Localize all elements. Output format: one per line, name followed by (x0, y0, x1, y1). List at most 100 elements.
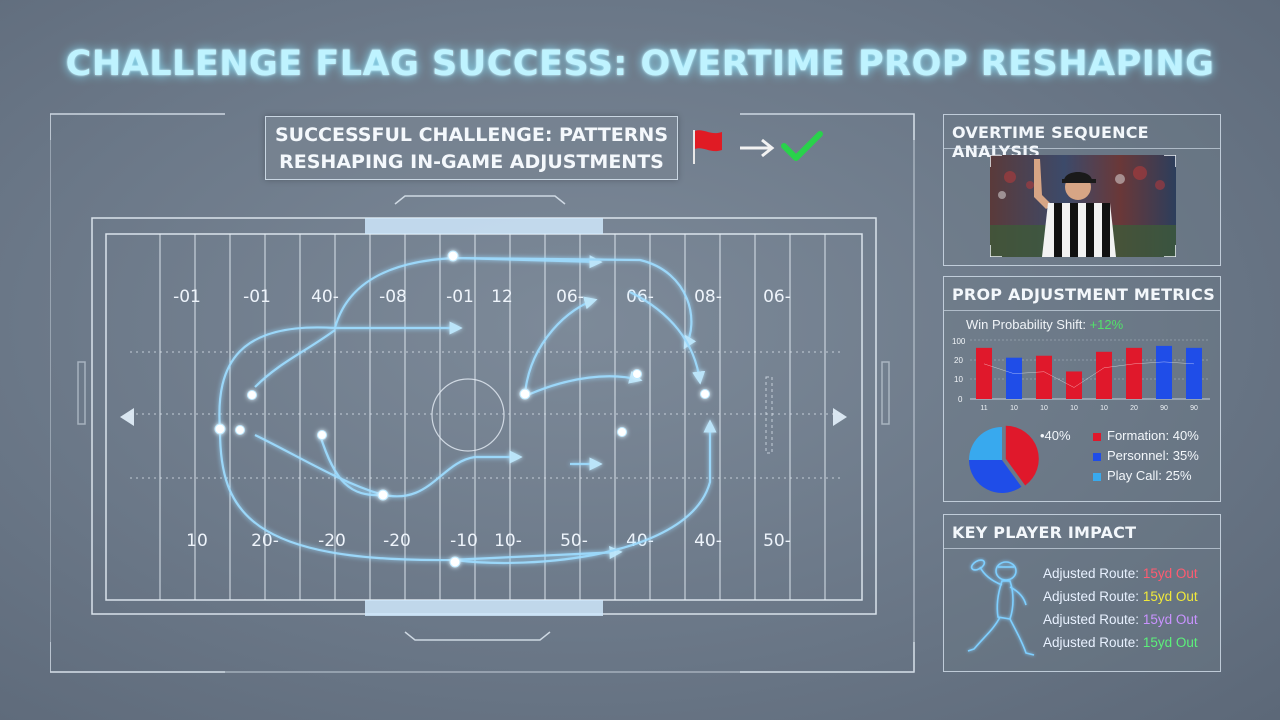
scroll-left-icon[interactable] (120, 408, 134, 426)
bar (976, 347, 992, 399)
arrow-right-icon (740, 138, 775, 158)
trend-line (983, 361, 1195, 388)
x-tick-label: 11 (980, 405, 987, 412)
pie-callout: •40% (1040, 428, 1071, 443)
adjusted-route-item: Adjusted Route: 15yd Out (1043, 589, 1198, 604)
pie-slice (969, 460, 1022, 493)
y-tick-label: 10 (954, 375, 963, 384)
bar (1126, 347, 1142, 399)
referee-raised-arm (1034, 159, 1052, 209)
route-value: 15yd Out (1142, 589, 1198, 604)
yard-number: -08 (379, 287, 407, 307)
route-label: Adjusted Route: (1043, 612, 1140, 627)
player-marker[interactable] (447, 250, 459, 262)
route-path (523, 296, 598, 395)
yard-number: 40- (626, 531, 654, 551)
bar (1006, 357, 1022, 399)
yard-number: 06- (556, 287, 584, 307)
yard-number: 20- (251, 531, 279, 551)
adjusted-route-item: Adjusted Route: 15yd Out (1043, 612, 1198, 627)
player-marker[interactable] (449, 556, 461, 568)
page-title: CHALLENGE FLAG SUCCESS: OVERTIME PROP RE… (65, 44, 1215, 84)
yard-number: -01 (243, 287, 271, 307)
player-marker[interactable] (235, 425, 245, 435)
x-tick-label: 90 (1160, 405, 1168, 412)
bar (1066, 371, 1082, 399)
banner-line: RESHAPING IN-GAME ADJUSTMENTS (279, 151, 664, 173)
x-tick-label: 20 (1130, 405, 1138, 412)
adjusted-route-item: Adjusted Route: 15yd Out (1043, 635, 1198, 650)
route-path (218, 429, 623, 562)
field-lines (91, 217, 877, 616)
yard-number: 10 (186, 531, 208, 551)
player-marker[interactable] (377, 489, 389, 501)
x-tick-label: 10 (1040, 405, 1048, 412)
x-tick-label: 10 (1100, 405, 1108, 412)
panel-title: KEY PLAYER IMPACT (952, 523, 1137, 542)
center-circle (431, 378, 505, 452)
yard-number: -10 (450, 531, 478, 551)
x-tick-label: 90 (1190, 405, 1198, 412)
bar (1186, 347, 1202, 399)
play-routes (218, 255, 717, 565)
legend-label: Formation: 40% (1107, 428, 1199, 443)
overtime-sequence-panel: OVERTIME SEQUENCE ANALYSIS (943, 114, 1221, 266)
player-marker[interactable] (247, 390, 257, 400)
yard-number: -01 (446, 287, 474, 307)
player-marker[interactable] (700, 389, 710, 399)
red-flag-icon (693, 130, 722, 164)
route-path (529, 370, 643, 396)
legend-item-formation: Formation: 40% (1093, 428, 1199, 443)
legend-item-personnel: Personnel: 35% (1093, 448, 1199, 463)
yard-number: 10- (494, 531, 522, 551)
legend-swatch (1093, 432, 1101, 441)
route-path (218, 321, 463, 431)
play-diagram-field: -01 -01 40- -08 -01 12 06- 06- 08- 06- 1… (50, 113, 915, 673)
player-marker[interactable] (214, 423, 226, 435)
legend-label: Personnel: 35% (1107, 448, 1199, 463)
yard-number: 50- (763, 531, 791, 551)
yard-number: 50- (560, 531, 588, 551)
yard-number: 08- (694, 287, 722, 307)
yard-number: 40- (311, 287, 339, 307)
scroll-right-icon[interactable] (833, 408, 847, 426)
legend-item-play-call: Play Call: 25% (1093, 468, 1192, 483)
route-path (318, 434, 384, 497)
route-value: 15yd Out (1142, 566, 1198, 581)
y-tick-label: 0 (958, 395, 963, 404)
referee-photo[interactable] (990, 155, 1176, 257)
adjusted-route-item: Adjusted Route: 15yd Out (1043, 566, 1198, 581)
win-probability-shift: Win Probability Shift: +12% (966, 317, 1123, 332)
challenge-banner: SUCCESSFUL CHALLENGE: PATTERNS RESHAPING… (265, 116, 678, 180)
player-marker[interactable] (317, 430, 327, 440)
route-path (333, 255, 603, 329)
endzone-bottom-bar (365, 600, 603, 616)
y-tick-label: 20 (954, 356, 963, 365)
player-marker[interactable] (617, 427, 627, 437)
yard-number: -01 (173, 287, 201, 307)
route-value: 15yd Out (1142, 612, 1198, 627)
bar (1096, 351, 1112, 399)
legend-swatch (1093, 452, 1101, 461)
player-markers (214, 250, 710, 568)
player-marker[interactable] (632, 369, 642, 379)
route-label: Adjusted Route: (1043, 635, 1140, 650)
route-path (254, 434, 523, 498)
route-label: Adjusted Route: (1043, 566, 1140, 581)
x-tick-label: 10 (1010, 405, 1018, 412)
green-check-icon (781, 131, 823, 161)
photo-frame-corners (990, 155, 1176, 257)
player-marker[interactable] (519, 388, 531, 400)
hud-frame (50, 113, 915, 673)
win-probability-value: +12% (1089, 317, 1124, 332)
route-value: 15yd Out (1142, 635, 1198, 650)
yard-number: -20 (383, 531, 411, 551)
endzone-top-bar (365, 218, 603, 234)
challenge-status-icons (693, 130, 823, 164)
route-path (254, 329, 336, 388)
bar (1036, 355, 1052, 399)
player-silhouette-icon (967, 559, 1035, 656)
legend-label: Play Call: 25% (1107, 468, 1192, 483)
route-label: Adjusted Route: (1043, 589, 1140, 604)
legend-swatch (1093, 472, 1101, 481)
